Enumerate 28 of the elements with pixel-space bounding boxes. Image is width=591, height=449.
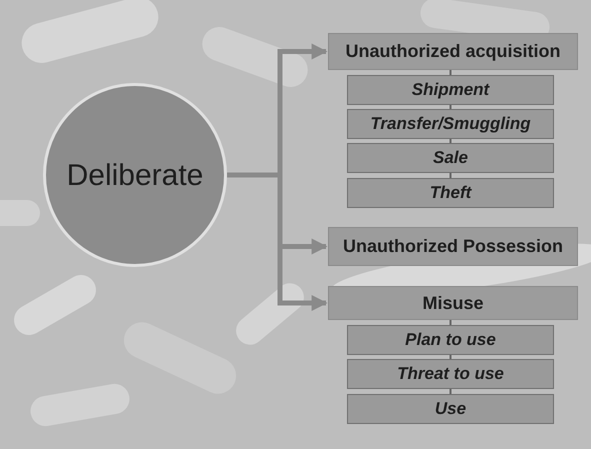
node-label: Misuse — [422, 292, 484, 314]
node-label: Plan to use — [405, 329, 496, 352]
category-box — [328, 33, 578, 70]
node-label: Unauthorized Possession — [342, 235, 564, 258]
node-label: Sale — [433, 147, 468, 170]
connector-line — [450, 320, 452, 325]
subcategory-box — [347, 325, 554, 355]
category-box — [328, 227, 578, 266]
node-label: Use — [434, 398, 466, 420]
category-box — [328, 286, 578, 320]
connector-line — [450, 105, 452, 109]
connector-line — [450, 70, 452, 75]
connector-line — [450, 139, 452, 143]
node-label: Theft — [430, 182, 472, 204]
connector-line — [450, 389, 452, 394]
connector-line — [450, 355, 452, 359]
node-label: Unauthorized acquisition — [345, 40, 560, 63]
subcategory-box — [347, 359, 554, 389]
node-label: Shipment — [412, 79, 490, 102]
subcategory-box — [347, 143, 554, 173]
connector-line — [450, 173, 452, 178]
subcategory-box — [347, 394, 554, 424]
node-label: Transfer/Smuggling — [370, 113, 531, 136]
subcategory-box — [347, 109, 554, 139]
subcategory-box — [347, 178, 554, 208]
node-label: Deliberate — [66, 158, 204, 194]
node-label: Threat to use — [397, 363, 504, 386]
subcategory-box — [347, 75, 554, 105]
